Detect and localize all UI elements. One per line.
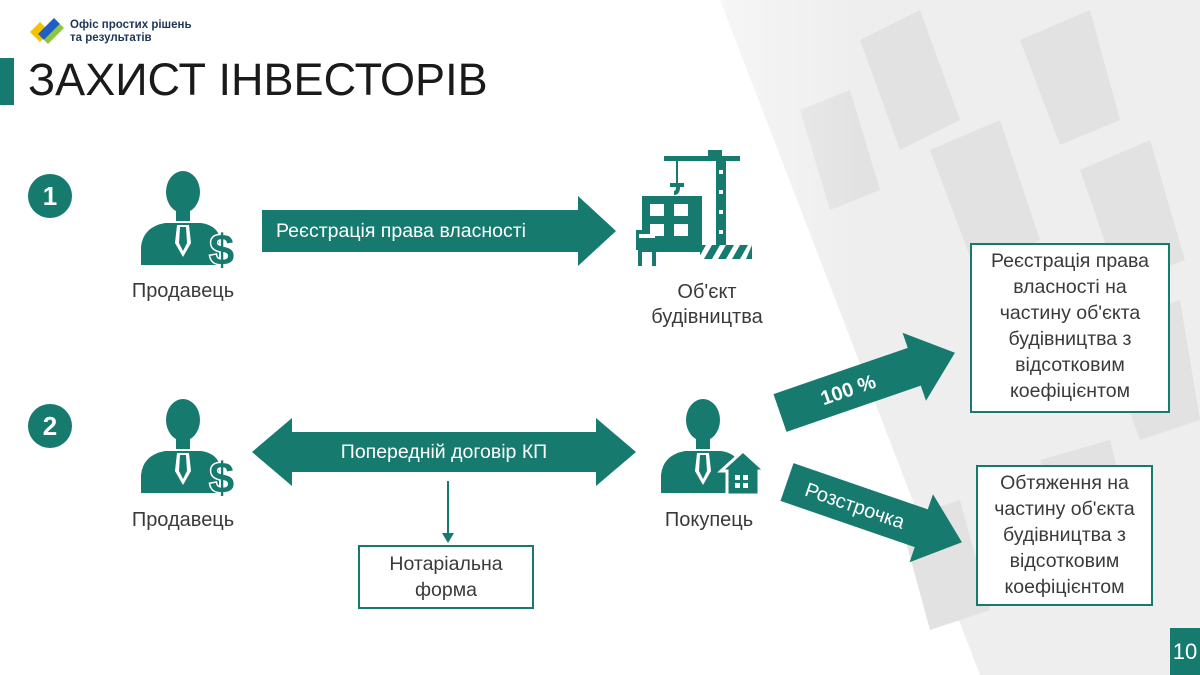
arrow-down-notary [442, 481, 454, 543]
outcome-full-line: коефіцієнтом [1010, 380, 1130, 402]
outcome-full-line: відсотковим [1015, 354, 1125, 376]
arrow-ownership-registration-label: Реєстрація права власності [276, 220, 526, 242]
outcome-installment-line: Обтяження на [1000, 472, 1129, 494]
notary-line2: форма [415, 579, 477, 601]
outcome-installment-line: відсотковим [1009, 550, 1120, 572]
outcome-full-box: Реєстрація права власності на частину об… [970, 243, 1170, 413]
seller-label-1: Продавець [131, 280, 235, 302]
outcome-full-line: частину об'єкта [999, 302, 1141, 324]
arrow-installment: Розстрочка [780, 463, 962, 563]
seller-dollar-icon: $ [141, 399, 236, 503]
svg-text:$: $ [210, 454, 234, 503]
notary-line1: Нотаріальна [389, 553, 503, 575]
seller-dollar-icon: $ [141, 171, 236, 275]
outcome-installment-box: Обтяження на частину об'єкта будівництва… [976, 465, 1153, 606]
step-badge-2: 2 [28, 404, 72, 448]
arrow-preliminary-contract [252, 418, 636, 486]
construction-crane-icon [636, 150, 752, 266]
outcome-full-line: Реєстрація права [990, 250, 1150, 272]
arrow-preliminary-contract-label: Попередній договір КП [340, 441, 548, 463]
outcome-full-line: власності на [1013, 276, 1127, 298]
org-name: Офіс простих рішень та результатів [70, 19, 192, 45]
object-label: Об'єкт будівництва [632, 281, 782, 329]
page-number: 10 [1170, 628, 1200, 675]
svg-text:$: $ [210, 226, 234, 275]
object-label-line1: Об'єкт [677, 281, 737, 303]
arrow-ownership-registration [262, 196, 616, 266]
outcome-installment-line: будівництва з [1002, 524, 1127, 546]
buyer-house-icon [661, 399, 765, 497]
seller-label-2: Продавець [131, 509, 235, 531]
notary-form-box: Нотаріальна форма [358, 545, 534, 609]
outcome-installment-line: коефіцієнтом [1004, 576, 1125, 598]
outcome-full-line: будівництва з [1008, 328, 1132, 350]
org-name-line1: Офіс простих рішень [70, 19, 192, 31]
buyer-label: Покупець [664, 509, 754, 531]
page-title: ЗАХИСТ ІНВЕСТОРІВ [28, 54, 488, 105]
logo-icon [30, 18, 64, 44]
arrow-full-payment: 100 % [773, 332, 955, 432]
outcome-installment-line: частину об'єкта [994, 498, 1135, 520]
org-name-line2: та результатів [70, 32, 152, 44]
step-badge-1: 1 [28, 174, 72, 218]
object-label-line2: будівництва [651, 306, 763, 328]
title-accent-bar [0, 58, 14, 105]
